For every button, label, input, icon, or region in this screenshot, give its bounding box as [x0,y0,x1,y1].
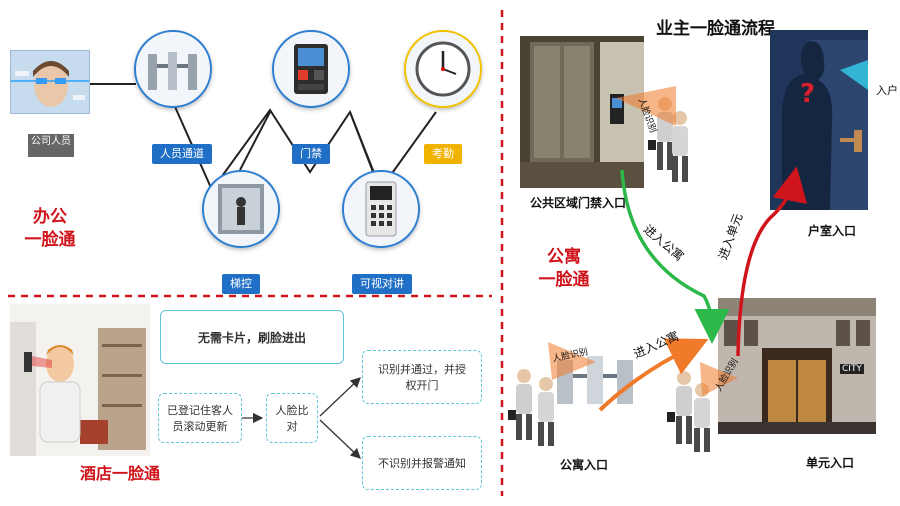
turnstile-node [134,30,212,108]
person-icon-5 [667,371,692,444]
no-card-box: 无需卡片，刷脸进出 [160,310,344,364]
building-illustration [718,298,876,434]
apartment-entry-caption: 公寓入口 [560,458,609,472]
scan-beam-1 [616,86,676,126]
employee-label: 公司人员 [28,134,74,157]
face-compare-text: 人脸比对 [275,404,309,433]
scan-beam-2 [548,342,596,380]
alarm-box: 不识别并报警通知 [362,436,482,490]
owner-title: 业主一脸通流程 [656,19,775,39]
face-scan-icon [11,51,89,113]
hotel-flow-arrows [242,377,361,459]
registered-guests-box: 已登记住客人员滚动更新 [158,393,242,443]
hotel-guest-illustration [10,304,150,456]
video-intercom-icon [365,181,397,237]
unit-entry-caption: 单元入口 [806,456,855,470]
face-compare-box: 人脸比对 [266,393,318,443]
clock-tag: 考勤 [424,144,462,164]
hotel-title: 酒店一脸通 [79,464,160,483]
red-arrow [736,166,808,357]
person-icon-2 [672,111,688,182]
clock-icon [415,41,471,97]
intercom-node [342,170,420,248]
access-tag: 门禁 [292,144,330,164]
green-arrow [620,169,730,344]
public-gate-photo [520,36,644,188]
apartment-title-line2: 一脸通 [538,270,590,290]
access-node [272,30,350,108]
unit-building-photo: CITY [718,298,876,434]
intercom-tag: 可视对讲 [352,274,412,294]
office-title-line2: 一脸通 [24,230,76,250]
employee-face-image [10,50,90,114]
clock-node [404,30,482,108]
elevator-node [202,170,280,248]
svg-text:?: ? [800,79,815,109]
elevator-tag: 梯控 [222,274,260,294]
turnstile-icon [148,52,197,90]
person-icon-4 [538,377,554,446]
elevator-icon [218,184,264,234]
orange-arrow [598,338,709,412]
turnstile-tag: 人员通道 [152,144,212,164]
enter-home-label: 入户 [876,84,898,97]
hotel-room-photo [10,304,150,456]
scan-beam-3 [700,362,738,396]
person-icon-3 [508,369,532,440]
no-card-text: 无需卡片，刷脸进出 [197,330,306,345]
registered-guests-text: 已登记住客人员滚动更新 [167,404,233,433]
alarm-text: 不识别并报警通知 [378,457,466,470]
office-title-line1: 办公 [33,207,67,227]
pass-text: 识别并通过，并授权开门 [378,363,466,392]
access-control-icon [294,44,328,94]
building-sign: CITY [840,364,864,374]
office-title: 办公 一脸通 [20,206,80,252]
pass-box: 识别并通过，并授权开门 [362,350,482,404]
home-entry-caption: 户室入口 [808,224,857,238]
public-entry-caption: 公共区域门禁入口 [530,196,627,210]
apartment-title: 公寓 一脸通 [532,246,596,292]
apartment-title-line1: 公寓 [547,247,581,267]
